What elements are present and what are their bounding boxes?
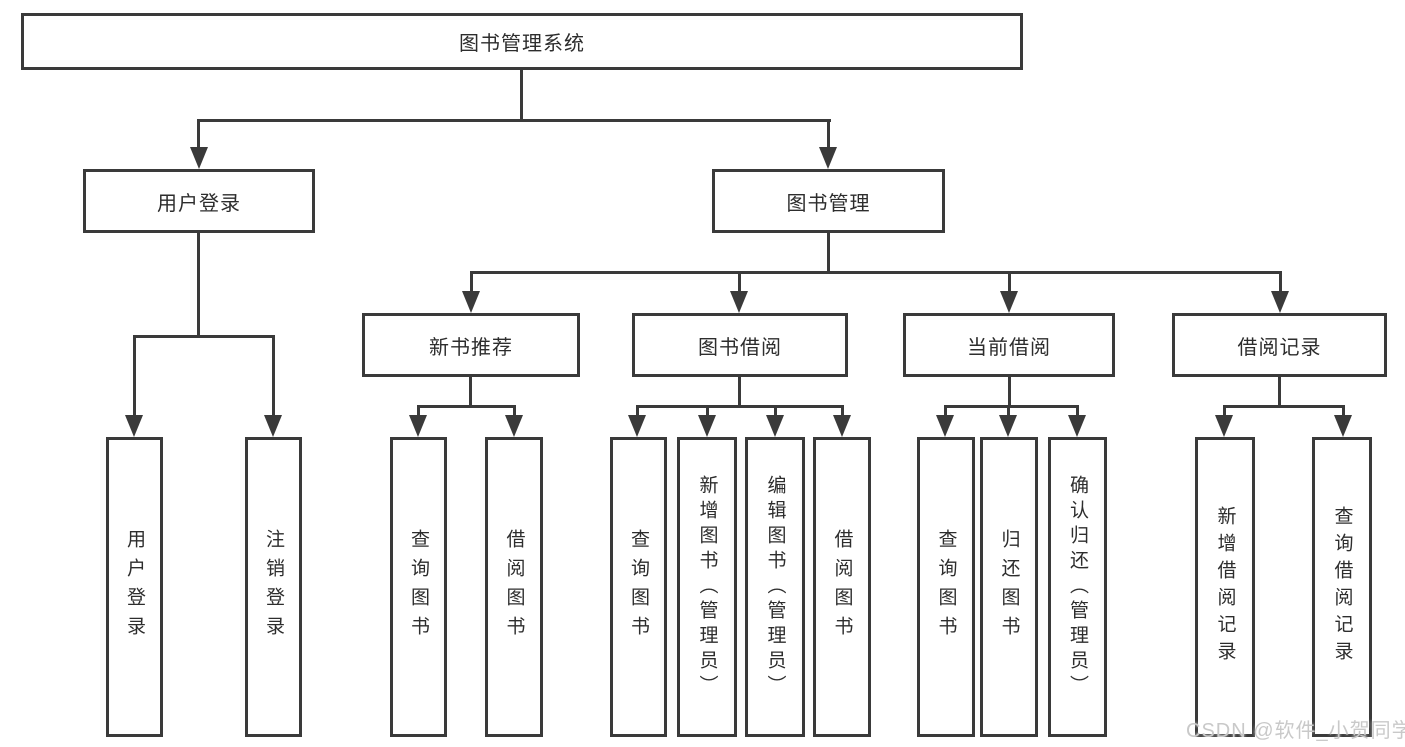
node-root: 图书管理系统 xyxy=(21,13,1023,70)
arrowhead-new-books xyxy=(462,291,480,313)
node-nb-borrow: 借阅图书 xyxy=(485,437,543,737)
node-cb-confirm: 确认归还（管理员） xyxy=(1048,437,1107,737)
node-bb-query: 查询图书 xyxy=(610,437,667,737)
node-cb-return: 归还图书 xyxy=(980,437,1038,737)
connector-current-trunk xyxy=(1008,377,1011,408)
connector-drop-rec-add xyxy=(1223,405,1226,420)
node-records: 借阅记录 xyxy=(1172,313,1387,377)
connector-drop-current xyxy=(1008,271,1011,295)
arrowhead-rec-add xyxy=(1215,415,1233,437)
arrowhead-nb-borrow xyxy=(505,415,523,437)
node-nb-borrow-label: 借阅图书 xyxy=(503,529,525,645)
node-bb-edit-label: 编辑图书（管理员） xyxy=(764,474,786,700)
arrowhead-cb-return xyxy=(999,415,1017,437)
arrowhead-current xyxy=(1000,291,1018,313)
connector-drop-bb-add xyxy=(706,405,709,420)
node-new-books-label: 新书推荐 xyxy=(429,336,513,359)
node-nb-query-label: 查询图书 xyxy=(408,529,429,645)
node-login-label: 用户登录 xyxy=(157,192,241,215)
arrowhead-rec-query xyxy=(1334,415,1352,437)
node-rec-add-label: 新增借阅记录 xyxy=(1214,506,1236,668)
connector-drop-records xyxy=(1279,271,1282,295)
node-records-label: 借阅记录 xyxy=(1237,336,1322,359)
arrowhead-cb-query xyxy=(936,415,954,437)
connector-drop-cb-return xyxy=(1007,405,1010,420)
node-rec-add: 新增借阅记录 xyxy=(1195,437,1255,737)
connector-drop-bb-borrow xyxy=(841,405,844,420)
connector-drop-bookmgmt xyxy=(827,119,830,149)
arrowhead-cb-confirm xyxy=(1068,415,1086,437)
node-borrow-label: 图书借阅 xyxy=(698,336,782,359)
connector-login-trunk xyxy=(197,233,200,337)
connector-drop-login xyxy=(197,119,200,149)
node-rec-query-label: 查询借阅记录 xyxy=(1331,506,1353,668)
connector-drop-borrow xyxy=(738,271,741,295)
arrowhead-borrow xyxy=(730,291,748,313)
node-logout-label: 注销登录 xyxy=(263,529,284,645)
csdn-watermark: CSDN @软件_小贺同学 xyxy=(1186,720,1405,742)
connector-newbooks-bus xyxy=(417,405,516,408)
connector-drop-bb-edit xyxy=(774,405,777,420)
connector-root-trunk xyxy=(520,70,523,120)
connector-current-bus xyxy=(944,405,1079,408)
arrowhead-bb-query xyxy=(628,415,646,437)
arrowhead-bb-edit xyxy=(766,415,784,437)
node-login: 用户登录 xyxy=(83,169,315,233)
connector-drop-new-books xyxy=(470,271,473,295)
node-rec-query: 查询借阅记录 xyxy=(1312,437,1372,737)
arrowhead-bb-add xyxy=(698,415,716,437)
node-bb-add-label: 新增图书（管理员） xyxy=(696,474,718,700)
node-bb-query-label: 查询图书 xyxy=(628,529,649,645)
node-nb-query: 查询图书 xyxy=(390,437,447,737)
node-bb-borrow-label: 借阅图书 xyxy=(831,529,853,645)
node-user-login: 用户登录 xyxy=(106,437,163,737)
node-cb-query: 查询图书 xyxy=(917,437,975,737)
connector-level3-bus xyxy=(470,271,1282,274)
node-book-mgmt-label: 图书管理 xyxy=(786,192,871,215)
connector-drop-user-login xyxy=(133,335,136,419)
node-root-label: 图书管理系统 xyxy=(459,33,585,55)
node-cb-query-label: 查询图书 xyxy=(935,529,957,645)
connector-borrow-trunk xyxy=(738,377,741,408)
node-cb-return-label: 归还图书 xyxy=(998,529,1020,645)
connector-drop-logout xyxy=(272,335,275,419)
connector-bookmgmt-trunk xyxy=(827,233,830,273)
arrowhead-nb-query xyxy=(409,415,427,437)
connector-drop-nb-borrow xyxy=(513,405,516,420)
connector-drop-bb-query xyxy=(636,405,639,420)
node-current: 当前借阅 xyxy=(903,313,1115,377)
connector-level2-bus xyxy=(197,119,831,122)
connector-records-bus xyxy=(1223,405,1344,408)
connector-drop-rec-query xyxy=(1342,405,1345,420)
node-bb-edit: 编辑图书（管理员） xyxy=(745,437,805,737)
arrowhead-bookmgmt xyxy=(819,147,837,169)
node-user-login-label: 用户登录 xyxy=(124,529,145,645)
connector-borrow-bus xyxy=(636,405,844,408)
arrowhead-logout xyxy=(264,415,282,437)
connector-login-bus xyxy=(133,335,275,338)
node-cb-confirm-label: 确认归还（管理员） xyxy=(1067,474,1088,700)
node-bb-borrow: 借阅图书 xyxy=(813,437,871,737)
connector-drop-nb-query xyxy=(417,405,420,420)
connector-drop-cb-query xyxy=(944,405,947,420)
connector-newbooks-trunk xyxy=(469,377,472,408)
node-book-mgmt: 图书管理 xyxy=(712,169,945,233)
node-bb-add: 新增图书（管理员） xyxy=(677,437,737,737)
node-borrow: 图书借阅 xyxy=(632,313,848,377)
node-current-label: 当前借阅 xyxy=(967,336,1051,359)
node-new-books: 新书推荐 xyxy=(362,313,580,377)
arrowhead-bb-borrow xyxy=(833,415,851,437)
arrowhead-records xyxy=(1271,291,1289,313)
arrowhead-login xyxy=(190,147,208,169)
connector-records-trunk xyxy=(1278,377,1281,408)
connector-drop-cb-confirm xyxy=(1076,405,1079,420)
node-logout: 注销登录 xyxy=(245,437,302,737)
arrowhead-user-login xyxy=(125,415,143,437)
